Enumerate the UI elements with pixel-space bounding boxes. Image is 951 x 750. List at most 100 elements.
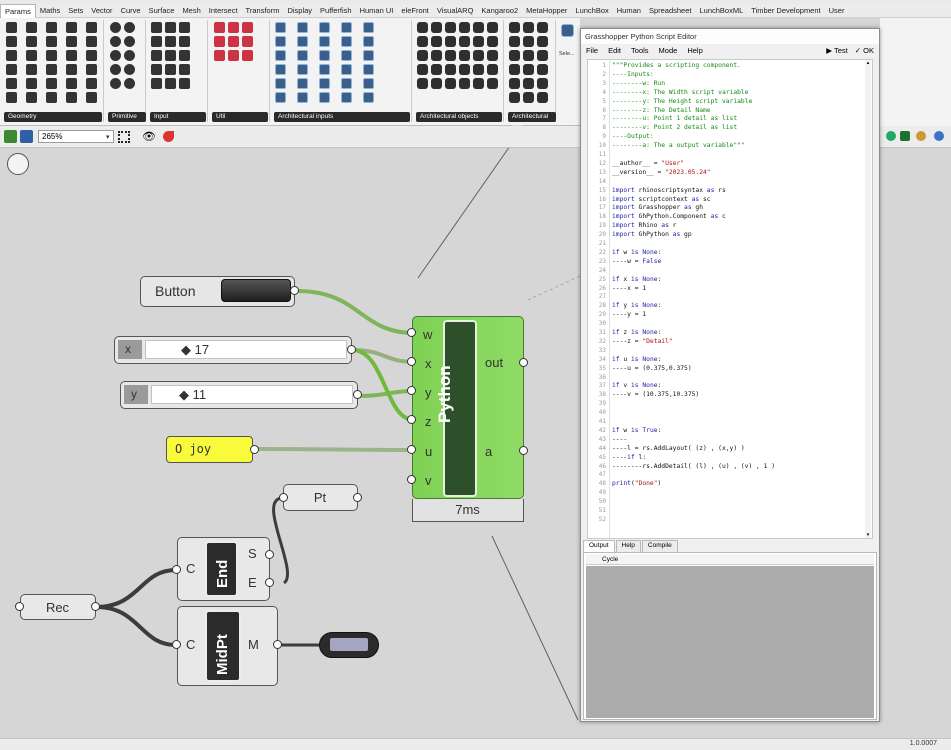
geometry-component-icon[interactable] xyxy=(66,92,77,103)
end-grip-c[interactable] xyxy=(172,565,181,574)
geometry-component-icon[interactable] xyxy=(6,78,17,89)
arch-style-component-icon[interactable] xyxy=(509,92,520,103)
geometry-component-icon[interactable] xyxy=(46,64,57,75)
tab-output[interactable]: Output xyxy=(583,540,615,552)
primitive-component-icon[interactable] xyxy=(110,64,121,75)
button-component[interactable]: Button xyxy=(140,276,295,307)
geometry-component-icon[interactable] xyxy=(26,78,37,89)
arch-input-component-icon[interactable] xyxy=(319,36,330,47)
primitive-component-icon[interactable] xyxy=(124,22,135,33)
util-component-icon[interactable] xyxy=(242,22,253,33)
test-button[interactable]: ▶ Test xyxy=(826,45,848,55)
code-line[interactable]: import GhPython as gp xyxy=(612,231,692,239)
input-component-icon[interactable] xyxy=(165,50,176,61)
geometry-component-icon[interactable] xyxy=(6,92,17,103)
arch-input-component-icon[interactable] xyxy=(341,36,352,47)
slider-x[interactable]: x ◆ 17 xyxy=(114,336,352,364)
primitive-component-icon[interactable] xyxy=(124,50,135,61)
code-line[interactable]: if y is None: xyxy=(612,302,662,310)
arch-object-component-icon[interactable] xyxy=(487,64,498,75)
editor-menu-help[interactable]: Help xyxy=(687,45,703,55)
arch-object-component-icon[interactable] xyxy=(473,78,484,89)
rectangle-param[interactable]: Rec xyxy=(20,594,96,620)
arch-input-component-icon[interactable] xyxy=(341,64,352,75)
input-component-icon[interactable] xyxy=(151,64,162,75)
geometry-component-icon[interactable] xyxy=(66,36,77,47)
arch-style-component-icon[interactable] xyxy=(523,22,534,33)
end-points-component[interactable]: End C S E xyxy=(177,537,270,601)
menu-tab-kangaroo2[interactable]: Kangaroo2 xyxy=(481,6,519,15)
geometry-component-icon[interactable] xyxy=(6,22,17,33)
input-component-icon[interactable] xyxy=(179,78,190,89)
code-line[interactable]: ----Inputs: xyxy=(612,70,654,78)
geometry-component-icon[interactable] xyxy=(46,22,57,33)
code-line[interactable]: --------w: Run xyxy=(612,79,666,87)
slider-y-output-grip[interactable] xyxy=(353,390,362,399)
arch-object-component-icon[interactable] xyxy=(459,36,470,47)
menu-tab-timber-development[interactable]: Timber Development xyxy=(751,6,821,15)
end-grip-s[interactable] xyxy=(265,550,274,559)
arch-object-component-icon[interactable] xyxy=(431,64,442,75)
display-mode-icon[interactable] xyxy=(886,131,896,141)
arch-input-component-icon[interactable] xyxy=(363,92,374,103)
code-line[interactable]: if w is None: xyxy=(612,248,662,256)
python-grip-z[interactable] xyxy=(407,415,416,424)
primitive-component-icon[interactable] xyxy=(110,78,121,89)
input-component-icon[interactable] xyxy=(165,64,176,75)
input-component-icon[interactable] xyxy=(151,78,162,89)
python-grip-a[interactable] xyxy=(519,446,528,455)
arch-object-component-icon[interactable] xyxy=(487,22,498,33)
arch-style-component-icon[interactable] xyxy=(537,78,548,89)
arch-object-component-icon[interactable] xyxy=(459,50,470,61)
menu-tab-mesh[interactable]: Mesh xyxy=(182,6,201,15)
arch-object-component-icon[interactable] xyxy=(459,78,470,89)
code-line[interactable]: import Rhino as r xyxy=(612,222,677,230)
arch-style-component-icon[interactable] xyxy=(509,22,520,33)
menu-tab-maths[interactable]: Maths xyxy=(39,6,61,15)
util-component-icon[interactable] xyxy=(214,22,225,33)
geometry-component-icon[interactable] xyxy=(46,36,57,47)
code-line[interactable]: --------x: The Width script variable xyxy=(612,88,749,96)
arch-object-component-icon[interactable] xyxy=(473,22,484,33)
code-line[interactable]: --------u: Point 1 detail as list xyxy=(612,115,738,123)
arch-style-component-icon[interactable] xyxy=(509,36,520,47)
code-line[interactable]: --------y: The Height script variable xyxy=(612,97,753,105)
arch-object-component-icon[interactable] xyxy=(487,36,498,47)
primitive-component-icon[interactable] xyxy=(110,22,121,33)
canvas-navigator-icon[interactable] xyxy=(7,153,29,175)
arch-input-component-icon[interactable] xyxy=(319,22,330,33)
scroll-down-icon[interactable]: ▾ xyxy=(866,532,870,538)
pt-input-grip[interactable] xyxy=(279,493,288,502)
arch-input-component-icon[interactable] xyxy=(363,64,374,75)
zoom-field[interactable]: 265% xyxy=(38,130,114,143)
arch-object-component-icon[interactable] xyxy=(487,50,498,61)
arch-style-component-icon[interactable] xyxy=(523,78,534,89)
arch-style-component-icon[interactable] xyxy=(537,36,548,47)
input-component-icon[interactable] xyxy=(151,22,162,33)
util-component-icon[interactable] xyxy=(228,36,239,47)
menu-tab-params[interactable]: Params xyxy=(0,3,36,18)
geometry-component-icon[interactable] xyxy=(46,92,57,103)
code-line[interactable]: ----if l: xyxy=(612,453,647,461)
arch-object-component-icon[interactable] xyxy=(445,50,456,61)
geometry-component-icon[interactable] xyxy=(66,78,77,89)
arch-object-component-icon[interactable] xyxy=(431,36,442,47)
input-component-icon[interactable] xyxy=(179,64,190,75)
menu-tab-pufferfish[interactable]: Pufferfish xyxy=(320,6,352,15)
input-component-icon[interactable] xyxy=(179,50,190,61)
util-component-icon[interactable] xyxy=(242,36,253,47)
arch-input-component-icon[interactable] xyxy=(275,50,286,61)
arch-style-component-icon[interactable] xyxy=(537,22,548,33)
arch-object-component-icon[interactable] xyxy=(431,78,442,89)
arch-input-component-icon[interactable] xyxy=(297,22,308,33)
arch-input-component-icon[interactable] xyxy=(297,36,308,47)
code-line[interactable]: __author__ = "User" xyxy=(612,159,685,167)
primitive-component-icon[interactable] xyxy=(124,78,135,89)
arch-input-component-icon[interactable] xyxy=(297,64,308,75)
arch-style-component-icon[interactable] xyxy=(509,50,520,61)
code-line[interactable]: import GhPython.Component as c xyxy=(612,213,726,221)
menu-tab-sets[interactable]: Sets xyxy=(68,6,84,15)
end-grip-e[interactable] xyxy=(265,578,274,587)
code-line[interactable]: ----v = (10.375,10.375) xyxy=(612,391,700,399)
input-component-icon[interactable] xyxy=(151,50,162,61)
